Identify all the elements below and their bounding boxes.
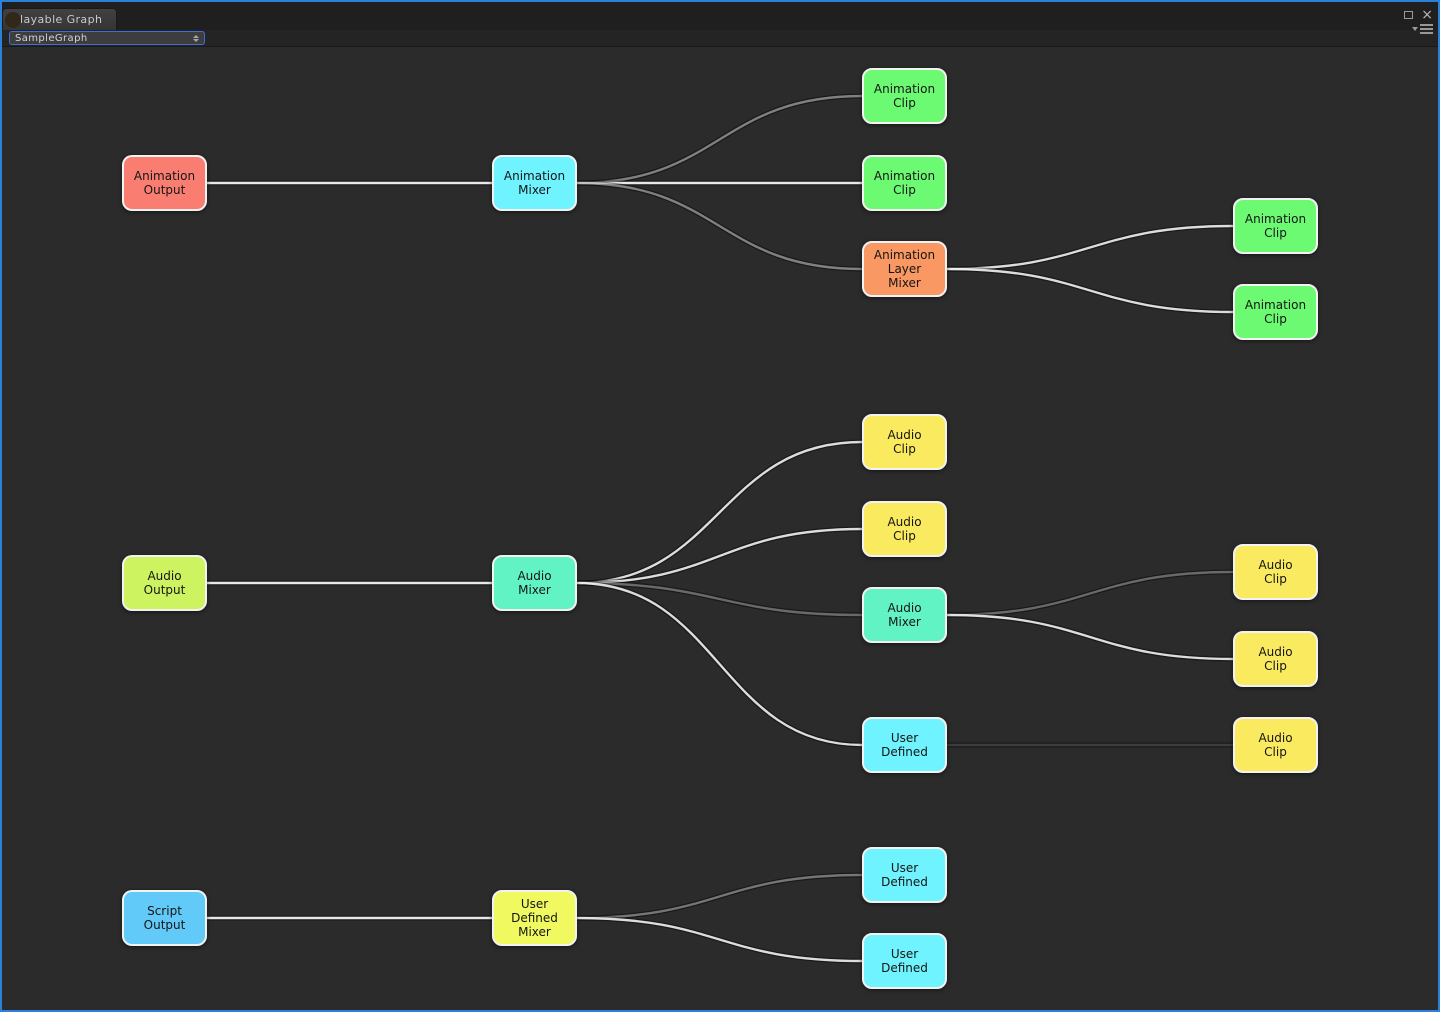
node-audio-clip-5[interactable]: Audio Clip	[1233, 717, 1318, 773]
node-animation-clip-4[interactable]: Animation Clip	[1233, 284, 1318, 340]
node-audio-clip-2[interactable]: Audio Clip	[862, 501, 947, 557]
edge-animation-mixer-animation-clip-1	[576, 94, 863, 185]
edge-audio-mixer-1-audio-mixer-2	[576, 580, 863, 618]
edge-audio-mixer-1-audio-clip-1	[576, 440, 863, 585]
node-label: Audio Clip	[887, 515, 922, 543]
node-label: Animation Clip	[1244, 212, 1307, 240]
node-user-defined-1[interactable]: User Defined	[862, 717, 947, 773]
dropdown-updown-icon	[193, 34, 199, 42]
node-user-defined-2[interactable]: User Defined	[862, 847, 947, 903]
node-animation-clip-3[interactable]: Animation Clip	[1233, 198, 1318, 254]
tab-circle-icon	[5, 12, 21, 28]
pane-menu-icon[interactable]	[1412, 24, 1433, 34]
node-label: Animation Mixer	[503, 169, 566, 197]
node-user-defined-mixer[interactable]: User Defined Mixer	[492, 890, 577, 946]
node-label: Audio Clip	[887, 428, 922, 456]
tab-bar: Playable Graph ×	[2, 2, 1438, 34]
edge-audio-mixer-1-audio-clip-2	[576, 527, 863, 585]
node-label: Animation Layer Mixer	[873, 248, 936, 290]
tab-playable-graph[interactable]: Playable Graph	[2, 8, 118, 30]
node-label: Audio Clip	[1258, 645, 1293, 673]
graph-selector-dropdown[interactable]: SampleGraph	[9, 31, 205, 45]
node-audio-mixer-1[interactable]: Audio Mixer	[492, 555, 577, 611]
node-label: User Defined	[881, 947, 928, 975]
node-label: Animation Clip	[1244, 298, 1307, 326]
window-controls: ×	[1404, 7, 1433, 34]
edge-animation-mixer-animation-layer-mixer	[576, 181, 863, 271]
graph-selector-value: SampleGraph	[15, 32, 88, 44]
node-script-output[interactable]: Script Output	[122, 890, 207, 946]
tab-title: Playable Graph	[13, 13, 103, 26]
node-animation-mixer[interactable]: Animation Mixer	[492, 155, 577, 211]
maximize-icon[interactable]	[1404, 11, 1414, 19]
edge-user-defined-mixer-user-defined-2	[576, 872, 863, 921]
node-animation-layer-mixer[interactable]: Animation Layer Mixer	[862, 241, 947, 297]
edge-user-defined-mixer-user-defined-2	[576, 873, 863, 920]
edge-audio-mixer-2-audio-clip-3	[946, 569, 1234, 618]
node-label: Animation Clip	[873, 169, 936, 197]
node-label: Script Output	[143, 904, 186, 932]
node-user-defined-3[interactable]: User Defined	[862, 933, 947, 989]
node-label: User Defined	[881, 861, 928, 889]
node-label: Animation Clip	[873, 82, 936, 110]
node-audio-clip-4[interactable]: Audio Clip	[1233, 631, 1318, 687]
edge-audio-mixer-1-user-defined-1	[576, 581, 863, 747]
edge-animation-mixer-animation-clip-1	[576, 93, 863, 186]
node-label: Audio Output	[143, 569, 186, 597]
node-audio-output[interactable]: Audio Output	[122, 555, 207, 611]
edge-user-defined-mixer-user-defined-3	[576, 916, 863, 963]
edge-layer	[206, 93, 1234, 964]
toolbar: SampleGraph	[2, 30, 1438, 47]
close-icon[interactable]: ×	[1421, 7, 1433, 23]
node-audio-clip-3[interactable]: Audio Clip	[1233, 544, 1318, 600]
node-audio-clip-1[interactable]: Audio Clip	[862, 414, 947, 470]
edge-audio-mixer-2-audio-clip-3	[946, 570, 1234, 617]
node-label: Animation Output	[133, 169, 196, 197]
edge-animation-layer-mixer-animation-clip-4	[946, 267, 1234, 314]
node-animation-clip-1[interactable]: Animation Clip	[862, 68, 947, 124]
edge-audio-mixer-2-audio-clip-4	[946, 613, 1234, 661]
edge-animation-mixer-animation-layer-mixer	[576, 180, 863, 272]
edge-animation-layer-mixer-animation-clip-3	[946, 224, 1234, 271]
node-label: Audio Clip	[1258, 558, 1293, 586]
caret-down-icon	[1412, 27, 1418, 31]
edge-audio-mixer-1-audio-mixer-2	[576, 581, 863, 617]
node-label: Audio Mixer	[517, 569, 552, 597]
node-label: User Defined Mixer	[511, 897, 558, 939]
node-animation-output[interactable]: Animation Output	[122, 155, 207, 211]
hamburger-icon	[1420, 24, 1433, 34]
node-label: Audio Clip	[1258, 731, 1293, 759]
node-audio-mixer-2[interactable]: Audio Mixer	[862, 587, 947, 643]
node-label: User Defined	[881, 731, 928, 759]
node-label: Audio Mixer	[887, 601, 922, 629]
node-animation-clip-2[interactable]: Animation Clip	[862, 155, 947, 211]
